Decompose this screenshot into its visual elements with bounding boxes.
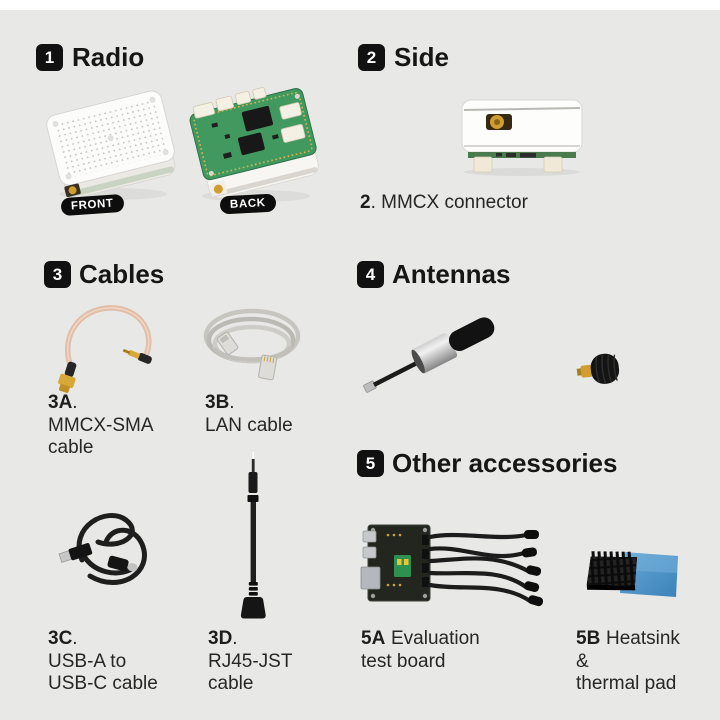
item-code: 5A: [361, 628, 386, 649]
rj45-jst-cable-image: [240, 450, 266, 619]
item-code: 3B: [205, 392, 230, 413]
caption-line: USB-A to: [48, 650, 127, 672]
rod-antenna-image: [363, 317, 495, 393]
caption-3c: 3C. USB-A to USB-C cable: [48, 628, 158, 696]
back-pill: BACK: [219, 193, 277, 215]
caption-line: MMCX-SMA: [48, 414, 154, 436]
caption-line: 3B.: [205, 392, 293, 415]
section-3-badge: 3: [44, 261, 71, 288]
usb-cable-image: [58, 513, 147, 585]
section-2-title: Side: [394, 42, 449, 72]
badge-number: 5: [365, 453, 376, 473]
item-dot: .: [232, 628, 238, 649]
section-3-title: Cables: [79, 259, 165, 289]
caption-3b: 3B. LAN cable: [205, 392, 293, 437]
heatsink-thermal-pad-image: [586, 551, 678, 597]
item-code: 3C: [48, 628, 73, 649]
item-code: 5B: [576, 628, 601, 649]
item-code: 3A: [48, 392, 73, 413]
item-text: Heatsink: [605, 628, 680, 649]
top-white-strip: [0, 0, 720, 10]
caption-line: cable: [48, 437, 94, 458]
badge-number: 1: [44, 47, 55, 67]
front-pill: FRONT: [60, 193, 125, 217]
radio-back-image: [189, 87, 319, 202]
section-4-badge: 4: [357, 261, 384, 288]
lan-cable-image: [203, 308, 301, 381]
caption-3a: 3A. MMCX-SMA cable: [48, 392, 154, 460]
badge-number: 2: [366, 47, 377, 67]
badge-number: 4: [365, 264, 376, 284]
evaluation-board-image: [360, 524, 544, 607]
section-5-badge: 5: [357, 450, 384, 477]
caption-code: 2: [360, 192, 371, 213]
caption-line: 3D.: [208, 628, 292, 651]
item-dot: .: [72, 392, 78, 413]
stub-antenna-image: [576, 353, 620, 384]
caption-line: USB-C cable: [48, 673, 158, 694]
badge-number: 3: [52, 264, 63, 284]
item-text: Evaluation: [390, 628, 480, 649]
caption-mmcx-connector: 2. MMCX connector: [360, 192, 528, 215]
item-code: 3D: [208, 628, 233, 649]
section-1-title: Radio: [72, 42, 145, 72]
section-5-title: Other accessories: [392, 448, 618, 478]
caption-line: cable: [208, 673, 254, 694]
item-dot: .: [72, 628, 78, 649]
caption-line: &: [576, 650, 589, 672]
radio-front-image: [46, 90, 176, 200]
caption-line: test board: [361, 650, 446, 672]
mmcx-sma-cable-image: [58, 305, 152, 393]
section-1-badge: 1: [36, 44, 63, 71]
caption-3d: 3D. RJ45-JST cable: [208, 628, 292, 696]
caption-line: 3A.: [48, 392, 154, 415]
caption-line: RJ45-JST: [208, 650, 293, 672]
item-dot: .: [229, 392, 235, 413]
caption-line: thermal pad: [576, 673, 677, 694]
caption-line: LAN cable: [205, 414, 293, 436]
caption-line: 3C.: [48, 628, 158, 651]
section-2-badge: 2: [358, 44, 385, 71]
caption-text: . MMCX connector: [370, 192, 528, 213]
radio-side-image: [461, 99, 583, 176]
section-4-title: Antennas: [392, 259, 511, 289]
